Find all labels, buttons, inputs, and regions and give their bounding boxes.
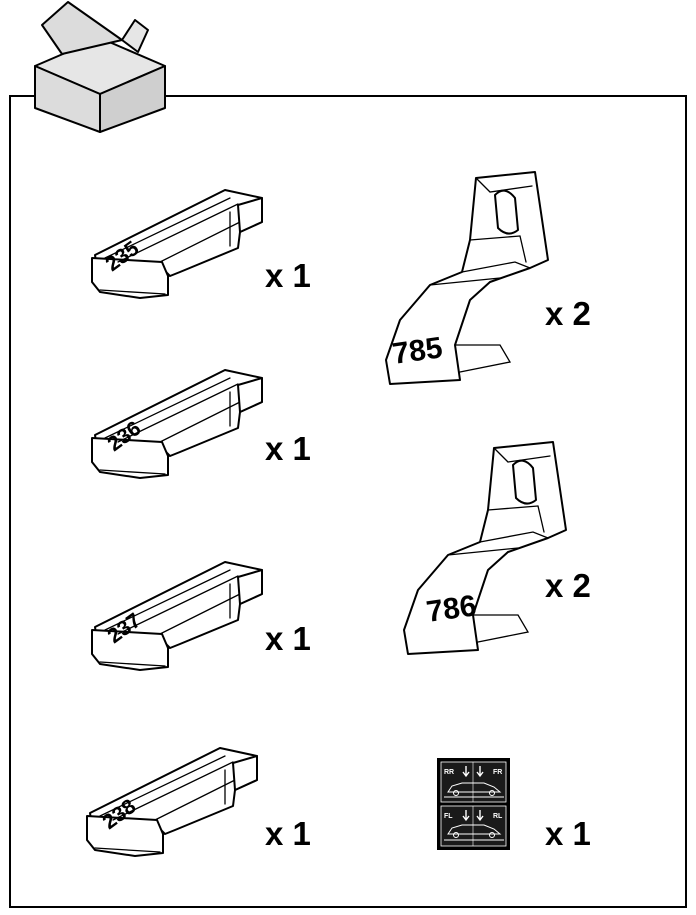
part-number-786: 786	[424, 589, 478, 629]
sticker-label-fr: FR	[493, 769, 502, 776]
qty-sticker-sheet: x 1	[545, 815, 591, 852]
bracket-786: 786	[403, 441, 567, 655]
pad-237: 237	[91, 561, 263, 671]
car-top-icon	[444, 782, 504, 798]
pad-238: 238	[86, 747, 258, 857]
sticker-label-fl: FL	[444, 813, 453, 820]
qty-pad-236: x 1	[265, 430, 311, 467]
car-bottom-icon	[444, 824, 504, 841]
part-number-785: 785	[390, 331, 444, 371]
sticker-label-rl: RL	[493, 813, 503, 820]
sticker-sheet: RR FR FL RL	[437, 758, 510, 850]
kit-box-icon	[34, 1, 166, 133]
pad-235: 235	[91, 189, 263, 299]
qty-bracket-785: x 2	[545, 295, 591, 332]
qty-pad-238: x 1	[265, 815, 311, 852]
qty-pad-235: x 1	[265, 257, 311, 294]
frame-border	[9, 95, 687, 908]
qty-bracket-786: x 2	[545, 567, 591, 604]
sticker-label-rr: RR	[444, 769, 454, 776]
bracket-785: 785	[385, 171, 549, 385]
qty-pad-237: x 1	[265, 620, 311, 657]
pad-236: 236	[91, 369, 263, 479]
